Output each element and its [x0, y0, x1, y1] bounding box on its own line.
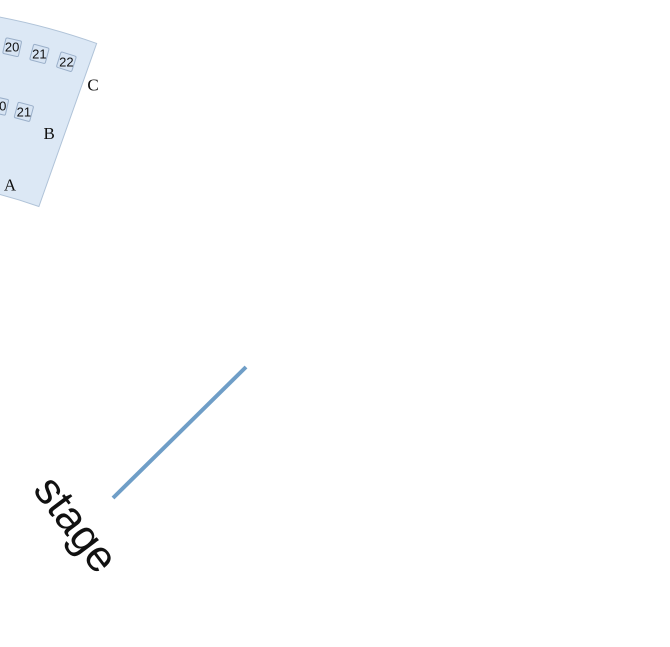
seat-row-b: 123456789101112131415161718192021 — [0, 96, 34, 122]
seat-number: 21 — [17, 104, 31, 119]
seat-box — [56, 51, 77, 72]
row-label-b: B — [43, 124, 54, 143]
stage-label: stage — [24, 467, 128, 582]
seat-number: 21 — [32, 46, 46, 61]
seat-box — [29, 43, 50, 64]
seat-box — [2, 37, 22, 57]
seat-group: 1234567891011121314151617181920123456789… — [0, 37, 77, 122]
seat-number: 20 — [0, 98, 6, 113]
seat[interactable]: 20 — [0, 96, 9, 116]
seat-row-c: 12345678910111213141516171819202122 — [2, 37, 77, 72]
seat[interactable]: 22 — [56, 51, 77, 72]
row-label-group: A B C — [4, 75, 99, 194]
row-label-a: A — [4, 175, 17, 194]
seat[interactable]: 21 — [13, 101, 34, 122]
row-label-c: C — [87, 75, 98, 94]
seat-number: 22 — [59, 54, 73, 69]
seat[interactable]: 20 — [2, 37, 22, 57]
seat-box — [0, 96, 9, 116]
seat-number: 20 — [5, 40, 19, 55]
seat-box — [13, 101, 34, 122]
stage-line — [111, 365, 248, 500]
seat[interactable]: 21 — [29, 43, 50, 64]
